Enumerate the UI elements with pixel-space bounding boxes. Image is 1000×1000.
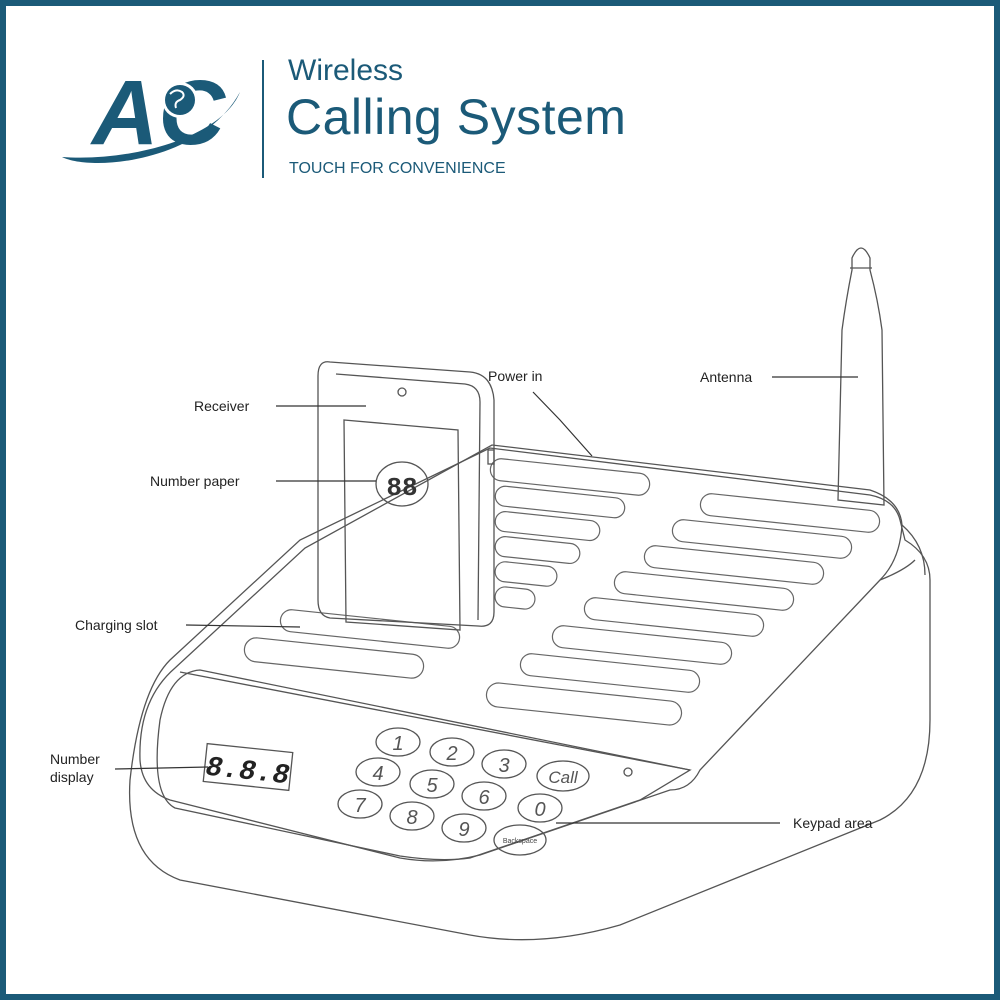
label-receiver: Receiver <box>194 398 250 414</box>
svg-text:9: 9 <box>458 819 469 841</box>
label-number-paper: Number paper <box>150 473 240 489</box>
charging-slots <box>243 458 881 726</box>
brand-tagline: TOUCH FOR CONVENIENCE <box>289 160 506 177</box>
receiver-number: 88 <box>386 473 417 503</box>
key-6[interactable]: 6 <box>461 781 507 811</box>
label-number-display-line2: display <box>50 769 94 785</box>
svg-text:8: 8 <box>406 807 417 829</box>
brand-line-wireless: Wireless <box>288 54 404 87</box>
key-7[interactable]: 7 <box>337 789 383 819</box>
indicator-light <box>623 767 633 777</box>
key-8[interactable]: 8 <box>389 801 435 831</box>
key-4[interactable]: 4 <box>355 757 401 787</box>
ac-logo: AC <box>62 62 240 164</box>
key-backspace[interactable]: Backspace <box>493 824 547 856</box>
key-2[interactable]: 2 <box>429 737 475 767</box>
display-digits: 8.8.8 <box>204 753 291 793</box>
key-3[interactable]: 3 <box>481 749 527 779</box>
brand-line-calling-system: Calling System <box>286 89 627 145</box>
svg-text:4: 4 <box>372 763 383 785</box>
receiver: 88 <box>317 361 495 631</box>
svg-text:5: 5 <box>426 775 438 797</box>
keypad: 1 2 3 Call 4 5 6 7 8 9 0 Backspace <box>337 727 633 856</box>
svg-text:0: 0 <box>534 799 545 821</box>
key-5[interactable]: 5 <box>409 769 455 799</box>
key-1[interactable]: 1 <box>375 727 421 757</box>
key-0[interactable]: 0 <box>517 793 563 823</box>
key-call[interactable]: Call <box>536 760 590 792</box>
number-paper-badge <box>375 461 429 507</box>
logo-letters: AC <box>90 62 226 164</box>
svg-text:7: 7 <box>354 795 366 817</box>
svg-text:Call: Call <box>548 768 579 787</box>
label-antenna: Antenna <box>700 369 752 385</box>
svg-text:6: 6 <box>478 787 490 809</box>
svg-text:2: 2 <box>445 743 457 765</box>
label-charging-slot: Charging slot <box>75 617 158 633</box>
callout-lines <box>114 376 858 824</box>
svg-text:3: 3 <box>498 755 509 777</box>
svg-text:Backspace: Backspace <box>503 838 537 845</box>
label-number-display-line1: Number <box>50 751 100 767</box>
brand-divider <box>262 60 264 178</box>
base-unit <box>128 444 931 941</box>
svg-text:1: 1 <box>392 733 403 755</box>
number-display: 8.8.8 <box>202 742 294 793</box>
key-9[interactable]: 9 <box>441 813 487 843</box>
antenna <box>837 247 885 506</box>
label-keypad-area: Keypad area <box>793 815 873 831</box>
label-power-in: Power in <box>488 368 542 384</box>
